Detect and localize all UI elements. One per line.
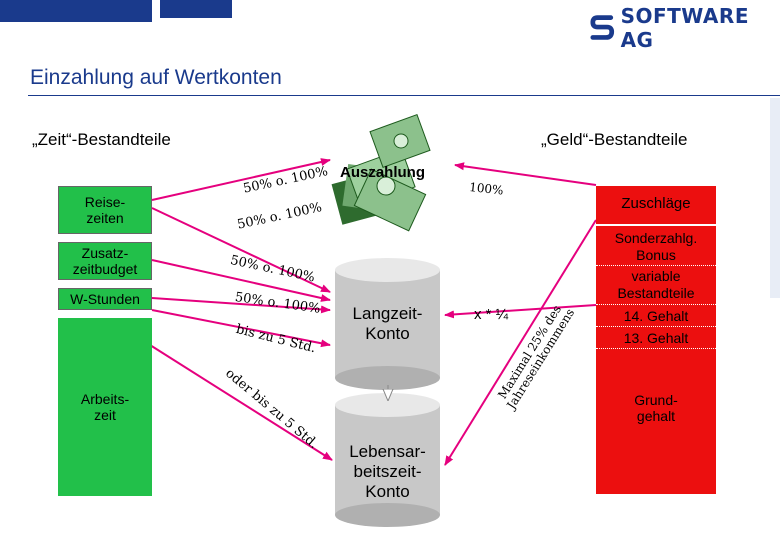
arbeitszeit-label: Arbeits- zeit — [58, 391, 152, 423]
variable-label: variable — [596, 268, 716, 284]
bonus-label: Bonus — [596, 247, 716, 263]
zusatzzeitbudget-label: Zusatz- zeitbudget — [59, 245, 151, 277]
reisezeiten-box: Reise- zeiten — [58, 186, 152, 234]
gehalt-13-label: 13. Gehalt — [596, 330, 716, 346]
arrow-bestandteile-lebensarbeit — [445, 220, 596, 465]
divider-gehalt — [596, 326, 716, 327]
zuschlaege-label: Zuschläge — [596, 196, 716, 212]
sonderzahlung-label: Sonderzahlg. — [596, 230, 716, 246]
zusatzzeitbudget-box: Zusatz- zeitbudget — [58, 242, 152, 280]
arrow-label-x-quarter: x * ¼ — [474, 306, 508, 323]
reisezeiten-label: Reise- zeiten — [59, 194, 151, 226]
lebensarbeitszeit-konto-label: Lebensar- beitszeit- Konto — [335, 442, 440, 502]
gehalt-14-label: 14. Gehalt — [596, 308, 716, 324]
auszahlung-label: Auszahlung — [340, 164, 425, 181]
grundgehalt-label: Grund- gehalt — [596, 392, 716, 424]
langzeit-konto-label: Langzeit- Konto — [335, 304, 440, 344]
divider-zuschlaege — [596, 224, 716, 226]
geld-column: Zuschläge Sonderzahlg. Bonus variable Be… — [596, 186, 716, 494]
divider-bonus — [596, 265, 716, 266]
bestandteile-label: Bestandteile — [596, 285, 716, 301]
divider-grundgehalt — [596, 348, 716, 349]
divider-variable — [596, 304, 716, 305]
arbeitszeit-box: Arbeits- zeit — [58, 318, 152, 496]
w-stunden-box: W-Stunden — [58, 288, 152, 310]
w-stunden-label: W-Stunden — [59, 291, 151, 307]
